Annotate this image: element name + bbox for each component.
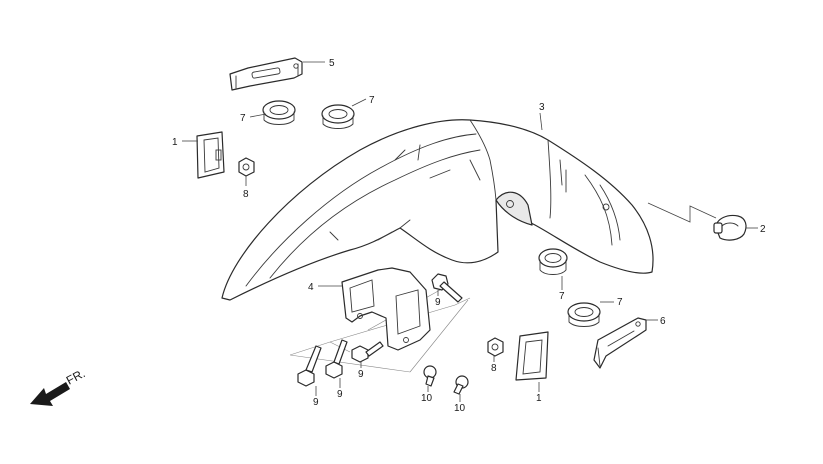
cable-clamp-2 [713,214,747,241]
front-arrow-icon [30,382,70,406]
callout-9-left-a: 9 [313,397,319,408]
bracket-4 [341,267,431,351]
reflector-1-lower [515,331,549,381]
callout-labels: 5 7 7 1 8 3 2 4 9 7 7 6 8 1 9 9 9 10 10 [172,58,766,414]
bracket-6 [593,317,647,369]
callout-10-left: 10 [421,393,433,404]
callout-7-middle: 7 [559,291,565,302]
callout-9-mid: 9 [358,369,364,380]
front-direction-indicator: FR. [30,366,87,406]
bracket-5 [229,57,303,91]
callout-5: 5 [329,58,335,69]
front-fender [221,119,654,301]
callout-7-top-left: 7 [240,113,246,124]
bolt-9-left-b [325,339,348,379]
grommet-7-upper-left [262,100,296,125]
callout-6: 6 [660,316,666,327]
callout-8-upper: 8 [243,189,249,200]
callout-9-left-b: 9 [337,389,343,400]
screw-10-right [453,375,469,395]
screw-10-left [423,365,437,387]
bolt-9-left-a [297,345,322,387]
grommet-7-upper-right [321,104,355,129]
bolt-9-upper [431,273,463,303]
bolt-9-mid [351,341,384,363]
reflector-1-upper [196,131,225,179]
nut-8-lower [487,337,504,357]
leader-lines [182,61,758,402]
grommet-7-middle [538,248,568,275]
callout-4: 4 [308,282,314,293]
grommet-7-lower [567,302,601,327]
callout-1-upper: 1 [172,137,178,148]
callout-1-lower: 1 [536,393,542,404]
callout-9-upper: 9 [435,297,441,308]
callout-3: 3 [539,102,545,113]
callout-2: 2 [760,224,766,235]
nut-8-upper [238,157,255,177]
callout-10-right: 10 [454,403,466,414]
callout-7-lower: 7 [617,297,623,308]
callout-8-lower: 8 [491,363,497,374]
callout-7-top-right: 7 [369,95,375,106]
